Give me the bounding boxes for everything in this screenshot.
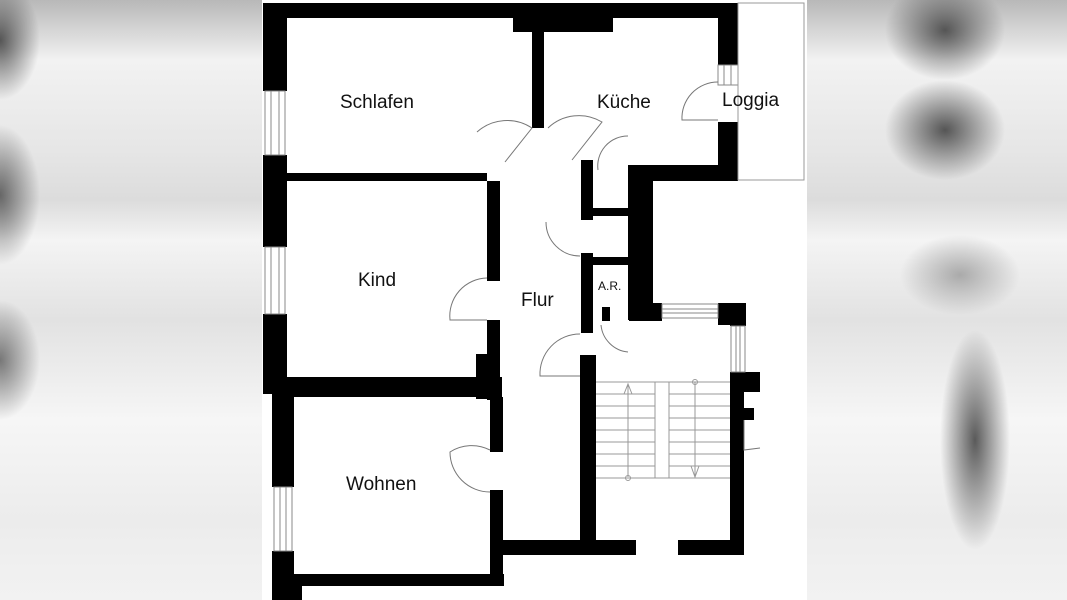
room-label-loggia: Loggia bbox=[722, 90, 780, 111]
loggia-outline bbox=[737, 2, 805, 181]
windows bbox=[264, 64, 746, 552]
room-label-wohnen: Wohnen bbox=[346, 474, 417, 495]
walls bbox=[263, 3, 760, 600]
room-label-kueche: Küche bbox=[597, 92, 651, 113]
floor-plan: Schlafen Küche Loggia Kind Flur A.R. Woh… bbox=[262, 0, 807, 600]
floor-plan-drawing bbox=[263, 2, 805, 600]
room-label-kind: Kind bbox=[358, 270, 397, 291]
room-label-schlafen: Schlafen bbox=[340, 92, 414, 113]
door-swings bbox=[449, 81, 761, 493]
room-label-flur: Flur bbox=[521, 290, 554, 311]
room-label-abstellraum: A.R. bbox=[598, 279, 622, 293]
staircase bbox=[596, 379, 730, 481]
